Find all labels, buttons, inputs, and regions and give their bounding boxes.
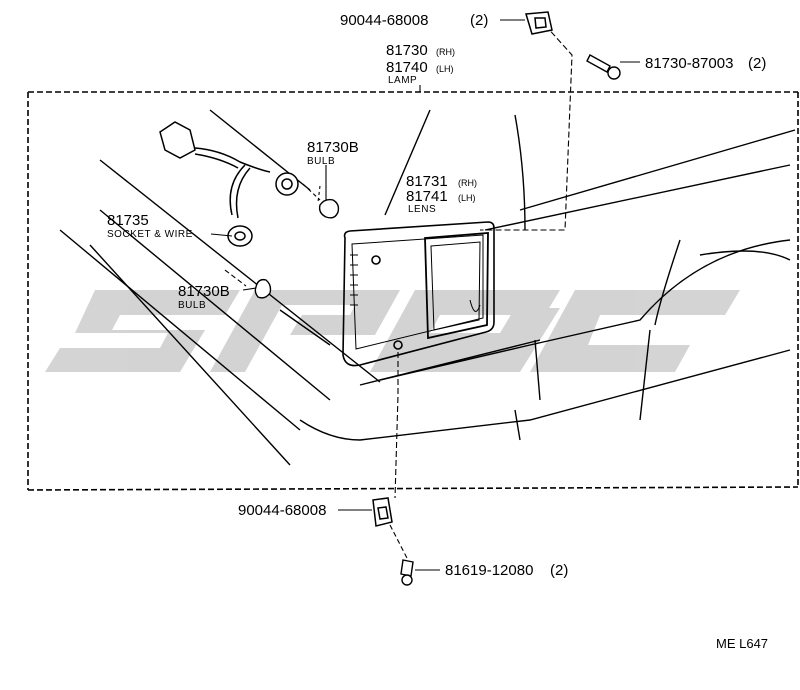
clip-bottom-icon xyxy=(372,497,393,527)
bulb-lower-name: BULB xyxy=(178,300,206,311)
screw-top-icon xyxy=(586,54,621,80)
body-panel-lines xyxy=(59,109,796,466)
lamp-name: LAMP xyxy=(388,75,417,86)
lamp-rh-number: 81730 xyxy=(386,42,428,59)
figure-code: ME L647 xyxy=(716,636,768,651)
bulb-lower-part-no: 81730B xyxy=(178,283,230,300)
socket-wire-part-no: 81735 xyxy=(107,212,149,229)
watermark-logo xyxy=(45,290,740,372)
screw-bottom-qty: (2) xyxy=(550,562,568,579)
screw-top-qty: (2) xyxy=(748,55,766,72)
clip-top-icon xyxy=(525,11,553,35)
bulb-upper-name: BULB xyxy=(307,156,335,167)
lamp-lh-suffix: (LH) xyxy=(436,64,454,74)
socket-wire-name: SOCKET & WIRE xyxy=(107,229,193,240)
lens-lh-suffix: (LH) xyxy=(458,193,476,203)
lens-lh-number: 81741 xyxy=(406,188,448,205)
screw-bottom-part-no: 81619-12080 xyxy=(445,562,533,579)
lamp-rh-suffix: (RH) xyxy=(436,47,455,57)
clip-top-part-no: 90044-68008 xyxy=(340,12,428,29)
assembly-boundary xyxy=(27,91,799,491)
bulb-upper-part-no: 81730B xyxy=(307,139,359,156)
bulb-lower-icon xyxy=(254,278,272,299)
screw-top-part-no: 81730-87003 xyxy=(645,55,733,72)
socket-and-wire xyxy=(159,121,299,247)
lamp-assembly xyxy=(342,221,495,367)
leader-lines xyxy=(210,19,640,571)
lens-window xyxy=(424,232,489,340)
lens-rh-suffix: (RH) xyxy=(458,178,477,188)
bulb-upper-icon xyxy=(318,198,340,219)
screw-bottom-icon xyxy=(400,559,414,586)
clip-top-qty: (2) xyxy=(470,12,488,29)
lens-name: LENS xyxy=(408,204,436,215)
clip-bottom-part-no: 90044-68008 xyxy=(238,502,326,519)
lens-rh-number: 81731 xyxy=(406,173,448,190)
lamp-lh-number: 81740 xyxy=(386,59,428,76)
